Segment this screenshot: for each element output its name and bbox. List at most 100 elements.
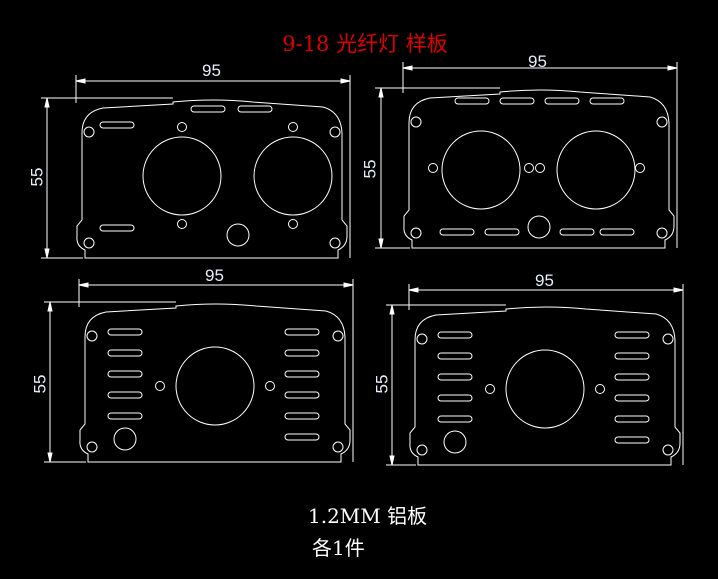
slot-hole: [614, 436, 650, 444]
screw-hole: [265, 381, 275, 391]
slot-hole: [437, 394, 473, 402]
lens-hole: [142, 136, 222, 216]
screw-hole: [177, 219, 187, 229]
mounting-hole: [86, 441, 98, 453]
plate-dual-lens-a: [76, 99, 348, 259]
lens-hole: [556, 130, 636, 210]
plate-2-height-label: 55: [360, 159, 380, 179]
plate-1-height-label: 55: [27, 167, 47, 187]
slot-hole: [284, 391, 320, 399]
quantity-note: 各1件: [312, 536, 365, 560]
mounting-hole: [83, 126, 95, 138]
slot-hole: [190, 105, 226, 113]
arrow-head: [402, 65, 413, 71]
plate-single-lens-a: [79, 303, 351, 463]
slot-hole: [484, 228, 520, 236]
plate-4-height-label: 55: [372, 374, 392, 394]
screw-hole: [428, 163, 438, 173]
plate-3-height-label: 55: [30, 374, 50, 394]
mounting-hole: [410, 227, 422, 239]
mounting-hole: [416, 333, 428, 345]
mounting-hole: [83, 237, 95, 249]
arrow-head: [75, 78, 86, 84]
plate-outline: [76, 99, 348, 259]
lens-hole: [441, 130, 521, 210]
slot-hole: [107, 391, 143, 399]
drawing-title: 9-18 光纤灯 样板: [282, 32, 448, 56]
mounting-hole: [332, 330, 344, 342]
arrow-head: [47, 301, 53, 312]
mounting-hole: [656, 116, 668, 128]
slot-hole: [454, 97, 490, 105]
slot-hole: [599, 228, 635, 236]
screw-hole: [524, 163, 534, 173]
slot-hole: [284, 433, 320, 441]
slot-hole: [107, 328, 143, 336]
screw-hole: [485, 384, 495, 394]
lens-hole: [253, 136, 333, 216]
dimension-lines: [41, 75, 351, 259]
slot-hole: [614, 415, 650, 423]
slot-hole: [559, 228, 595, 236]
mounting-hole: [662, 333, 674, 345]
material-note: 1.2MM 铝板: [308, 504, 428, 528]
arrow-head: [378, 87, 384, 98]
arrow-head: [44, 97, 50, 108]
plate-dual-lens-b: [403, 89, 675, 249]
plate-outline: [409, 306, 681, 466]
plate-outline: [403, 89, 675, 249]
slot-hole: [107, 412, 143, 420]
slot-hole: [437, 331, 473, 339]
mounting-hole: [410, 116, 422, 128]
screw-hole: [595, 384, 605, 394]
arrow-head: [378, 238, 384, 249]
slot-hole: [99, 121, 135, 129]
slot-hole: [237, 105, 273, 113]
plate-2-width-label: 95: [528, 52, 547, 71]
slot-hole: [284, 370, 320, 378]
dimension-lines: [44, 279, 354, 463]
screw-hole: [177, 122, 187, 132]
plate-outline: [79, 303, 351, 463]
arrow-head: [340, 78, 351, 84]
arrow-head: [78, 282, 89, 288]
slot-hole: [589, 97, 625, 105]
slot-hole: [544, 97, 580, 105]
slot-hole: [284, 349, 320, 357]
arrow-head: [667, 65, 678, 71]
plate-4-width-label: 95: [535, 271, 554, 290]
plate-3-width-label: 95: [205, 266, 224, 285]
screw-hole: [288, 122, 298, 132]
slot-hole: [99, 224, 135, 232]
lens-hole: [505, 349, 585, 429]
screw-hole: [288, 219, 298, 229]
lens-hole: [175, 346, 255, 426]
arrow-head: [343, 282, 354, 288]
slot-hole: [107, 370, 143, 378]
screw-hole: [535, 163, 545, 173]
arrow-head: [47, 452, 53, 463]
slot-hole: [437, 373, 473, 381]
slot-hole: [437, 352, 473, 360]
arrow-head: [389, 455, 395, 466]
dimension-lines: [386, 284, 684, 466]
mounting-hole: [329, 237, 341, 249]
mounting-hole: [332, 441, 344, 453]
slot-hole: [284, 328, 320, 336]
slot-hole: [499, 97, 535, 105]
slot-hole: [614, 331, 650, 339]
arrow-head: [673, 287, 684, 293]
arrow-head: [44, 248, 50, 259]
dimension-lines: [375, 62, 678, 249]
plate-single-lens-b: [409, 306, 681, 466]
slot-hole: [614, 373, 650, 381]
mounting-hole: [662, 444, 674, 456]
slot-hole: [284, 412, 320, 420]
mounting-hole: [416, 444, 428, 456]
screw-hole: [155, 381, 165, 391]
slot-hole: [439, 228, 475, 236]
cable-hole: [443, 430, 467, 454]
plate-1-width-label: 95: [202, 61, 221, 80]
